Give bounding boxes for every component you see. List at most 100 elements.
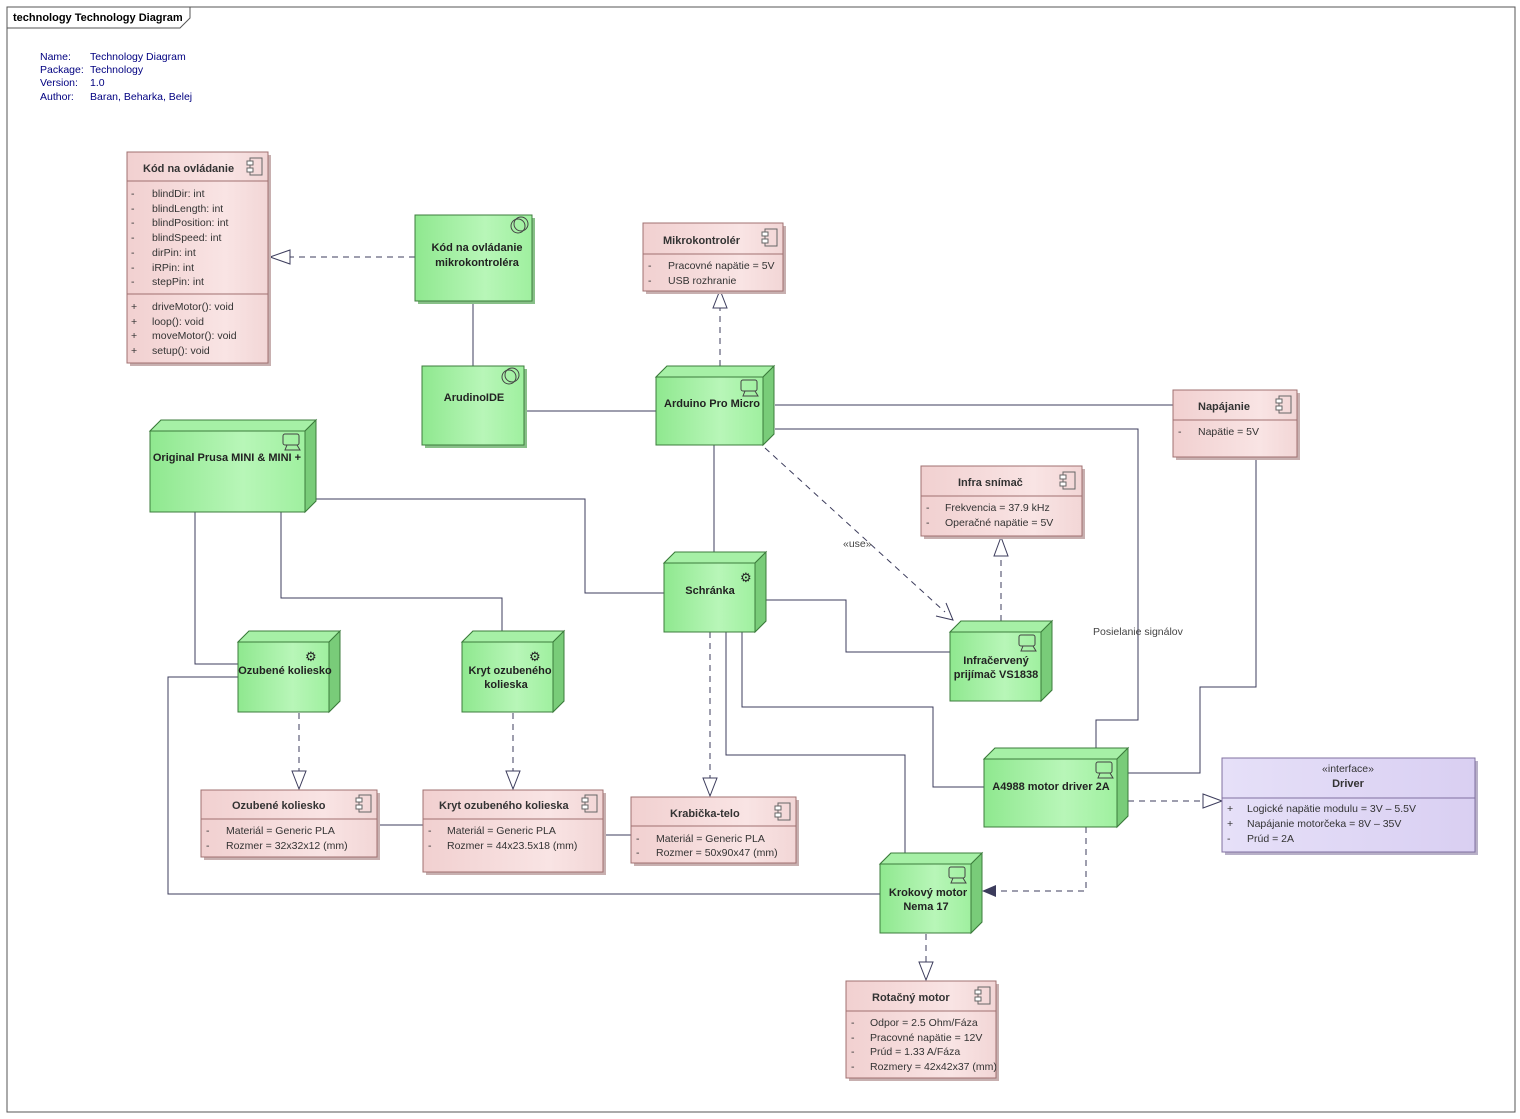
realization-arrowhead — [712, 288, 728, 309]
node-arudinoide[interactable]: ArudinoIDE — [421, 365, 527, 448]
visibility-marker: - — [131, 262, 135, 274]
node-schranka[interactable]: ⚙ Schránka — [662, 550, 768, 634]
attribute: blindPosition: int — [152, 217, 229, 229]
visibility-marker: - — [131, 203, 135, 215]
attribute: blindDir: int — [152, 188, 205, 200]
visibility-marker: + — [131, 345, 137, 357]
attribute: Materiál = Generic PLA — [656, 833, 765, 845]
node-infracerveny-prijimac[interactable]: Infračervený prijímač VS1838 — [948, 619, 1054, 703]
attribute: Operačné napätie = 5V — [945, 517, 1053, 529]
component-icon — [761, 228, 778, 247]
meta-value: Technology — [90, 64, 144, 76]
node-original-prusa[interactable]: Original Prusa MINI & MINI + — [148, 418, 318, 514]
attribute: Rozmer = 50x90x47 (mm) — [656, 847, 778, 859]
class-napajanie[interactable]: Napájanie - Napätie = 5V — [1172, 389, 1300, 460]
visibility-marker: - — [648, 275, 652, 287]
meta-value: Baran, Beharka, Belej — [90, 91, 192, 103]
class-infra-snimac[interactable]: Infra snímač -Frekvencia = 37.9 kHz -Ope… — [920, 465, 1085, 539]
attribute: Prúd = 1.33 A/Fáza — [870, 1046, 960, 1058]
use-dependency-connector — [764, 447, 946, 613]
attribute: Logické napätie modulu = 3V – 5.5V — [1247, 803, 1416, 815]
meta-key: Author: — [40, 91, 74, 103]
visibility-marker: - — [926, 502, 930, 514]
realization-arrowhead — [268, 249, 291, 265]
operation: loop(): void — [152, 316, 204, 328]
execution-environment-icon — [510, 218, 526, 234]
class-title: Rotačný motor — [872, 992, 950, 1004]
attribute: Prúd = 2A — [1247, 833, 1294, 845]
attribute: dirPin: int — [152, 247, 196, 259]
realization-arrowhead — [505, 770, 521, 791]
visibility-marker: + — [131, 330, 137, 342]
association-connector — [725, 632, 906, 856]
operation: setup(): void — [152, 345, 210, 357]
visibility-marker: + — [1227, 818, 1233, 830]
class-kryt-ozubeneho-kolieska[interactable]: Kryt ozubeného kolieska -Materiál = Gene… — [422, 789, 606, 875]
visibility-marker: - — [428, 840, 432, 852]
node-label: Kód na ovládanie — [431, 242, 522, 254]
association-connector — [194, 512, 238, 665]
node-ozubene-koliesko[interactable]: ⚙ Ozubené koliesko — [236, 629, 342, 714]
attribute: Pracovné napätie = 12V — [870, 1032, 982, 1044]
node-kryt-ozubeneho-kolieska[interactable]: ⚙ Kryt ozubeného kolieska — [460, 629, 566, 714]
frame-title: technology Technology Diagram — [13, 12, 183, 24]
visibility-marker: - — [851, 1017, 855, 1029]
connectors — [167, 249, 1257, 982]
dependency-arrowhead — [982, 885, 996, 897]
node-label: Kryt ozubeného — [468, 665, 551, 677]
node-label: Infračervený — [963, 655, 1029, 667]
class-rotacny-motor[interactable]: Rotačný motor -Odpor = 2.5 Ohm/Fáza -Pra… — [845, 980, 999, 1081]
visibility-marker: - — [648, 260, 652, 272]
node-label: Schránka — [685, 585, 735, 597]
visibility-marker: - — [131, 247, 135, 259]
node-kod-na-ovladanie-mikrokontrolera[interactable]: Kód na ovládanie mikrokontroléra — [414, 214, 535, 304]
visibility-marker: - — [206, 840, 210, 852]
class-mikrokontroler[interactable]: Mikrokontrolér -Pracovné napätie = 5V -U… — [642, 222, 786, 294]
node-label: prijímač VS1838 — [954, 669, 1038, 681]
attribute: USB rozhranie — [668, 275, 736, 287]
class-kod-na-ovladanie[interactable]: Kód na ovládanie -blindDir: int -blindLe… — [126, 151, 271, 366]
node-label: Nema 17 — [903, 901, 948, 913]
meta-value: 1.0 — [90, 77, 105, 89]
device-icon — [1095, 761, 1114, 779]
class-ozubene-koliesko[interactable]: Ozubené koliesko -Materiál = Generic PLA… — [200, 789, 380, 860]
association-connector — [167, 676, 880, 895]
visibility-marker: + — [1227, 803, 1233, 815]
gear-icon: ⚙ — [305, 649, 317, 664]
visibility-marker: - — [206, 825, 210, 837]
component-icon — [1059, 471, 1076, 490]
node-label: kolieska — [484, 679, 528, 691]
visibility-marker: - — [851, 1046, 855, 1058]
visibility-marker: - — [1227, 833, 1231, 845]
use-stereotype-label: «use» — [843, 538, 872, 550]
realization-arrowhead — [918, 961, 934, 982]
device-icon — [282, 433, 301, 451]
diagram-metadata: Name: Technology Diagram Package: Techno… — [40, 51, 192, 103]
attribute: stepPin: int — [152, 276, 204, 288]
node-a4988-motor-driver[interactable]: A4988 motor driver 2A — [982, 746, 1130, 829]
visibility-marker: - — [636, 833, 640, 845]
class-title: Napájanie — [1198, 401, 1250, 413]
association-connector — [766, 599, 950, 653]
node-label: A4988 motor driver 2A — [992, 781, 1109, 793]
visibility-marker: - — [851, 1061, 855, 1073]
visibility-marker: - — [1178, 426, 1182, 438]
association-connector — [316, 498, 664, 594]
attribute: Rozmery = 42x42x37 (mm) — [870, 1061, 997, 1073]
node-krokovy-motor[interactable]: Krokový motor Nema 17 — [878, 851, 984, 935]
node-label: Original Prusa MINI & MINI + — [153, 452, 301, 464]
class-title: Krabička-telo — [670, 808, 740, 820]
class-krabicka-telo[interactable]: Krabička-telo -Materiál = Generic PLA -R… — [630, 796, 799, 866]
node-arduino-pro-micro[interactable]: Arduino Pro Micro — [654, 364, 776, 447]
visibility-marker: - — [131, 217, 135, 229]
node-label: ArudinoIDE — [444, 392, 505, 404]
realization-arrowhead — [702, 777, 718, 798]
meta-key: Package: — [40, 64, 84, 76]
class-title: Kód na ovládanie — [143, 163, 234, 175]
visibility-marker: - — [131, 232, 135, 244]
attribute: Napätie = 5V — [1198, 426, 1259, 438]
association-connector — [741, 632, 984, 788]
component-icon — [246, 157, 263, 176]
interface-driver[interactable]: «interface» Driver +Logické napätie modu… — [1221, 757, 1478, 855]
